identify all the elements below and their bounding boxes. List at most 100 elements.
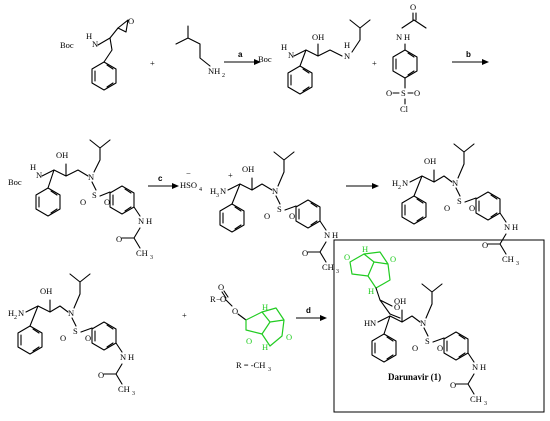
label-h-8: H (512, 222, 518, 232)
label-n-3: N (36, 170, 42, 180)
step-b-label: b (466, 50, 471, 59)
step-c-label: c (158, 174, 163, 183)
label-r: R (210, 294, 216, 304)
label-o-3: O (386, 88, 392, 98)
label-hso4: HSO (180, 180, 197, 190)
label-oh-3: OH (242, 164, 254, 174)
label-s-4: S (457, 196, 462, 206)
label-nh-4: N (138, 216, 144, 226)
label-n: N (92, 39, 98, 49)
label-boc: Boc (60, 40, 74, 50)
label-o-28: O (450, 380, 456, 390)
label-nh-6: N (504, 222, 510, 232)
label-h: H (86, 31, 92, 41)
label-hso4-sub: 4 (199, 187, 202, 193)
label-h-2: H (281, 42, 287, 52)
label-oh: OH (312, 32, 324, 42)
step-c-arrow: c (148, 174, 179, 189)
label-n-9: N (420, 318, 426, 328)
label-ch3-sub: 3 (150, 255, 153, 261)
label-nh-5: N (324, 230, 330, 240)
label-o-12: O (469, 203, 475, 213)
label-s-2: S (92, 190, 97, 200)
label-hn: H (364, 318, 370, 328)
label-h-13: H (368, 286, 374, 296)
label-minus: − (186, 168, 191, 178)
label-ch3-5-sub: 3 (484, 401, 487, 407)
label-h2n-2-sub: 2 (14, 315, 17, 321)
label-o-9: O (289, 211, 295, 221)
label-h-10: H (262, 302, 268, 312)
label-r-def-sub: 3 (268, 367, 271, 373)
label-s-6: S (425, 336, 430, 346)
boc-sulfonamide-molecule: Boc H N OH N S O O N H O CH 3 (8, 139, 153, 261)
label-oh-5: OH (40, 286, 52, 296)
label-o-26: O (412, 343, 418, 353)
label-o-24: O (390, 254, 396, 264)
boc-epoxide-molecule: Boc H N O (60, 16, 134, 91)
label-h-6: H (146, 216, 152, 226)
label-n-5: N (220, 186, 226, 196)
label-hn-n: N (370, 318, 376, 328)
step-d-arrow: d (296, 306, 327, 321)
label-h-11: H (262, 342, 268, 352)
label-o-23: O (344, 252, 350, 262)
label-h-9: H (128, 352, 134, 362)
label-h-14: H (480, 362, 486, 372)
step-d-label: d (306, 306, 311, 315)
label-n-8: N (68, 308, 74, 318)
label-ch3-2: CH (322, 262, 334, 272)
label-s-3: S (277, 204, 282, 214)
label-o-11: O (444, 203, 450, 213)
label-h2n-2: H (8, 308, 14, 318)
label-nh-7: N (120, 352, 126, 362)
label-h-3: H (344, 40, 350, 50)
label-ch3-3-sub: 3 (516, 261, 519, 267)
label-o-13: O (482, 240, 488, 250)
label-ch3-4: CH (118, 384, 130, 394)
label-o-4: O (414, 88, 420, 98)
label-o-17: O (218, 282, 224, 292)
plus-sign-3: + (182, 310, 187, 320)
label-o: O (128, 16, 134, 26)
label-nh-3: N (396, 32, 402, 42)
label-oh-4: OH (424, 156, 436, 166)
label-oh-2: OH (56, 150, 68, 160)
label-n-6: N (272, 186, 278, 196)
label-s-5: S (73, 326, 78, 336)
amino-alcohol-molecule: Boc H N OH N H (258, 19, 371, 95)
sulfonyl-chloride-molecule: O N H O S O Cl (386, 2, 427, 114)
step-a-label: a (238, 50, 243, 59)
label-o-20: O (232, 306, 238, 316)
label-h3n: H (210, 186, 216, 196)
plus-sign-2: + (372, 58, 377, 68)
label-o-19: O (220, 294, 226, 304)
label-o-16: O (98, 370, 104, 380)
label-h-4: H (404, 32, 410, 42)
darunavir-product-box (333, 239, 545, 413)
label-ch3: CH (136, 248, 148, 258)
product-name-label: Darunavir (1) (388, 372, 441, 382)
label-o-15: O (85, 333, 91, 343)
label-h-7: H (332, 230, 338, 240)
neutralization-arrow (346, 183, 379, 189)
label-boc-3: Boc (8, 177, 22, 187)
label-o-14: O (60, 333, 66, 343)
label-o-5: O (80, 197, 86, 207)
label-nh-8: N (472, 362, 478, 372)
label-o-25: O (394, 302, 400, 312)
label-o-6: O (104, 197, 110, 207)
label-h2n: H (392, 178, 398, 188)
label-ch3-5: CH (470, 394, 482, 404)
darunavir-molecule: O O H H O H N OH N S O O N H O CH 3 Daru… (344, 244, 487, 407)
label-o-27: O (437, 343, 443, 353)
label-o-2: O (410, 2, 416, 12)
label-nh2-sub: 2 (222, 73, 225, 79)
label-h2n-sub: 2 (398, 185, 401, 191)
label-h-12: H (362, 244, 368, 254)
label-h3n-sub: 3 (216, 193, 219, 199)
label-s: S (401, 88, 406, 98)
step-b-arrow: b (452, 50, 489, 65)
label-n-4: N (88, 172, 94, 182)
